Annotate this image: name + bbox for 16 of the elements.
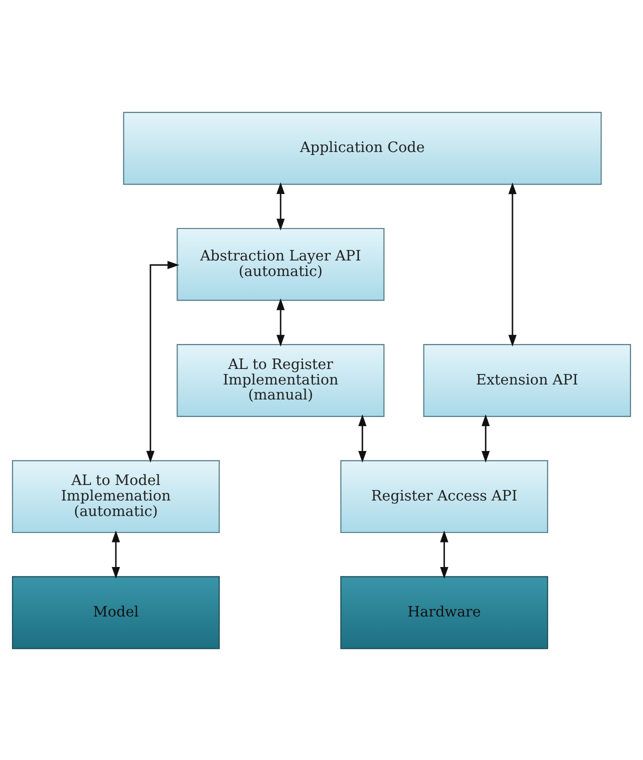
node-box: Application Code [123, 111, 602, 184]
arrow [276, 182, 285, 230]
node-box: Register Access API [340, 460, 548, 533]
arrow [358, 414, 367, 462]
arrow [440, 530, 448, 578]
node-box: AL to Model Implemenation (automatic) [12, 460, 220, 533]
node-box: Model [12, 576, 220, 649]
arrow [112, 530, 120, 578]
arrow [482, 414, 490, 462]
node-box: Extension API [423, 344, 632, 416]
arrow [276, 298, 285, 346]
node-box: AL to Register Implementation (manual) [176, 344, 385, 416]
arrow [146, 260, 180, 462]
arrow [508, 182, 517, 346]
node-box: Hardware [340, 576, 548, 649]
node-box: Abstraction Layer API (automatic) [176, 227, 385, 300]
